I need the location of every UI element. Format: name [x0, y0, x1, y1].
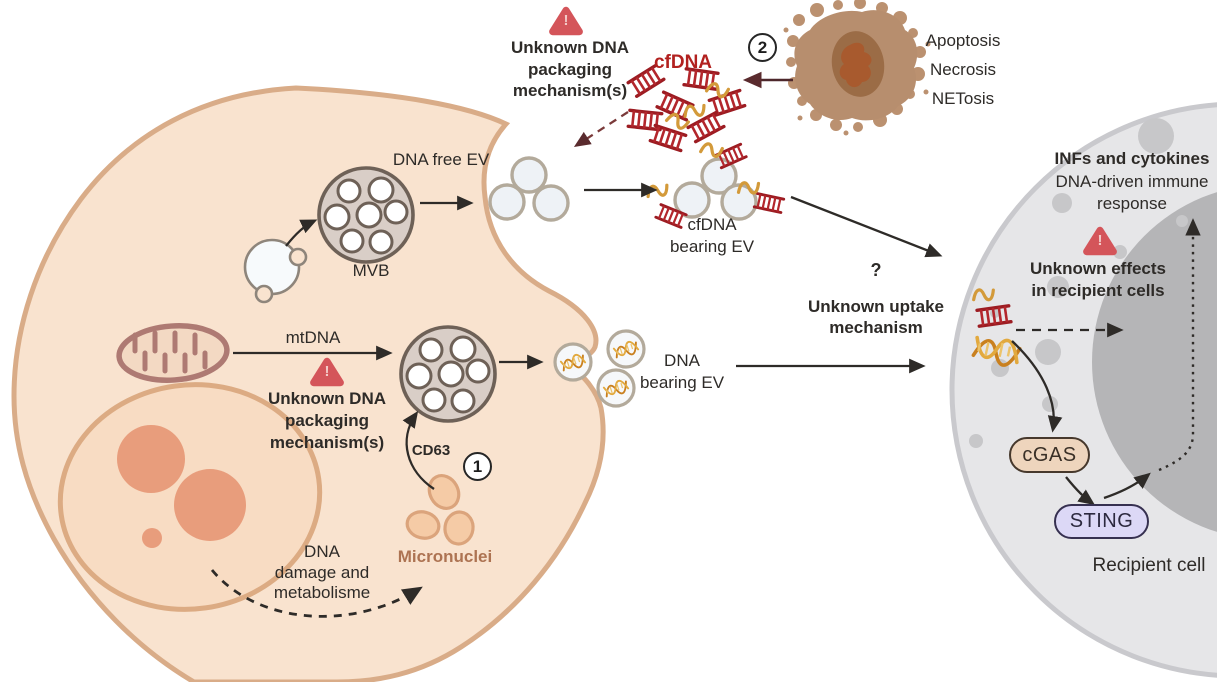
warning-icon-right: ! [1082, 225, 1118, 257]
step-2-badge: 2 [748, 33, 777, 62]
recipient-nucleus [1092, 192, 1217, 532]
arrow-cfdna-to-ev-dashed [573, 111, 629, 147]
arrow-sting-to-nucleus [1103, 472, 1151, 500]
label-infs-cytokines: INFs and cytokines [1054, 149, 1210, 168]
mvb-icon [317, 166, 415, 264]
label-dna-bearing-ev: DNA bearing EV [639, 351, 725, 392]
step-1-number: 1 [472, 456, 483, 476]
exclamation-text: ! [1097, 232, 1103, 249]
label-mtdna: mtDNA [285, 328, 341, 347]
exclamation-text: ! [324, 363, 330, 380]
label-micronuclei: Micronuclei [397, 547, 493, 566]
label-cell-death-types: Apoptosis Necrosis NETosis [925, 31, 1001, 108]
arrow-endosome-to-mvb [285, 219, 318, 247]
mitochondrion-icon [116, 323, 230, 383]
endosome-icon [243, 238, 308, 304]
sting-node: STING [1054, 504, 1149, 539]
arrow-immune-feedback-dotted [1158, 218, 1201, 472]
exclamation-text: ! [563, 12, 569, 29]
arrow-cgas-to-sting [1065, 476, 1095, 506]
step-1-badge: 1 [463, 452, 492, 481]
cgas-node: cGAS [1009, 437, 1090, 473]
label-dna-damage: DNA damage and metabolisme [273, 542, 371, 602]
label-dna-driven-immune: DNA-driven immune response [1055, 172, 1209, 213]
label-dna-free-ev: DNA free EV [392, 150, 490, 169]
arrow-dna-to-cgas [1011, 340, 1063, 433]
label-mvb: MVB [352, 261, 390, 280]
donor-nucleus [57, 382, 323, 612]
label-unknown-packaging-mid: Unknown DNA packaging mechanism(s) [267, 389, 387, 452]
micronuclei-icon [405, 474, 475, 546]
arrow-cfdnaev-to-recipient [790, 195, 943, 258]
nucleoli [117, 425, 246, 548]
label-cfdna-bearing-ev: cfDNA bearing EV [669, 215, 755, 256]
cgas-label: cGAS [1022, 443, 1077, 466]
sting-label: STING [1069, 510, 1134, 532]
label-unknown-effects: Unknown effects in recipient cells [1029, 259, 1167, 300]
recipient-granules [969, 118, 1188, 448]
label-unknown-packaging-top: Unknown DNA packaging mechanism(s) [510, 38, 630, 100]
arrow-dna-damage-dashed [210, 569, 423, 618]
label-question-mark: ? [870, 260, 882, 280]
label-recipient-cell: Recipient cell [1092, 555, 1206, 576]
label-unknown-uptake: Unknown uptake mechanism [807, 297, 944, 337]
warning-icon-top: ! [548, 5, 584, 37]
label-cfdna: cfDNA [653, 52, 713, 73]
step-2-number: 2 [757, 37, 768, 57]
dying-cell-icon [783, 0, 931, 136]
warning-icon-mid: ! [309, 356, 345, 388]
recipient-cell-shape [949, 102, 1217, 678]
label-cd63: CD63 [411, 442, 451, 459]
arrow-cd63-micronuclei-to-mvb [402, 410, 435, 490]
